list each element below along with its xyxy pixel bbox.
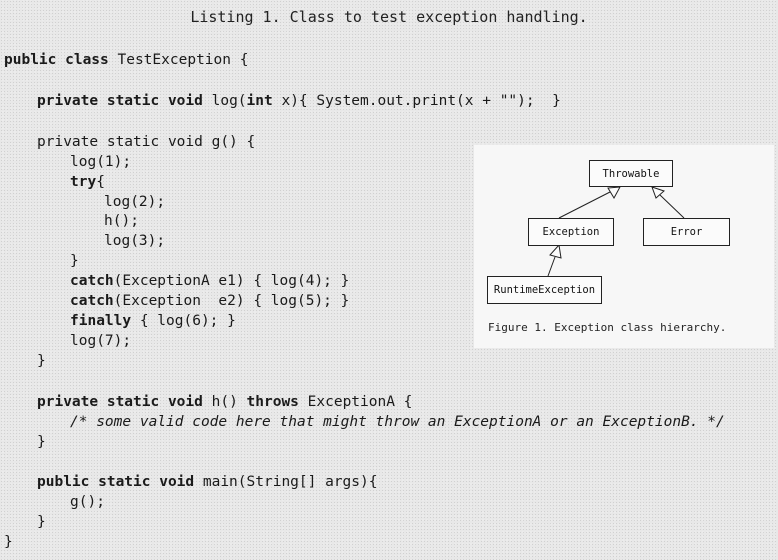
code-text: TestException { [108,52,249,68]
code-line-catch-e: catch(Exception e2) { log(5); } [70,292,349,310]
keyword: catch [70,273,114,289]
code-line-try: try{ [70,173,105,191]
inheritance-arrowhead [607,186,621,200]
code-comment: /* some valid code here that might throw… [70,414,725,430]
keyword: catch [70,293,114,309]
keyword: int [246,93,273,109]
code-line-g-method: private static void g() { [37,134,256,150]
code-text: ExceptionA { [298,394,413,410]
class-box-throwable: Throwable [589,160,673,187]
class-box-error: Error [643,218,730,246]
code-text: log( [202,93,247,109]
code-line: } [37,434,46,450]
code-line: } [70,253,79,269]
keyword: finally [70,313,132,329]
inheritance-arrowhead [651,186,665,199]
keyword: public class [4,52,109,68]
code-line: log(7); [70,333,132,349]
code-line: } [37,514,46,530]
code-line: log(2); [104,194,166,210]
code-text: x){ System.out.print(x + ""); } [272,93,561,109]
code-line: h(); [104,213,139,229]
keyword: private static void [37,394,203,410]
keyword: public static void [37,474,195,490]
figure-caption: Figure 1. Exception class hierarchy. [488,321,727,334]
code-text: (Exception e2) { log(5); } [113,293,350,309]
inheritance-line [547,256,556,277]
class-name: RuntimeException [493,284,596,296]
keyword: throws [246,394,299,410]
code-line-finally: finally { log(6); } [70,312,236,330]
inheritance-line [558,191,611,219]
class-name: Error [670,226,703,238]
code-line: g(); [70,494,105,510]
code-text: main(String[] args){ [194,474,378,490]
code-line: } [4,534,13,550]
code-text: { [96,174,105,190]
inheritance-arrows [547,186,685,277]
code-text: h() [202,394,247,410]
code-line-catch-a: catch(ExceptionA e1) { log(4); } [70,272,349,290]
class-box-runtime-exception: RuntimeException [487,276,602,304]
class-name: Exception [542,226,600,238]
keyword: try [70,174,97,190]
inheritance-arrowhead [549,243,562,259]
code-text: (ExceptionA e1) { log(4); } [113,273,350,289]
code-line: } [37,353,46,369]
code-line: log(3); [104,233,166,249]
code-text: { log(6); } [131,313,236,329]
code-line-h-method: private static void h() throws Exception… [37,393,412,411]
code-line-main-method: public static void main(String[] args){ [37,473,377,491]
class-hierarchy-figure: Throwable Exception Error RuntimeExcepti… [474,145,774,348]
code-line-log-method: private static void log(int x){ System.o… [37,92,561,110]
code-line: log(1); [70,154,132,170]
class-name: Throwable [602,167,660,180]
inheritance-line [659,194,685,219]
class-box-exception: Exception [528,218,614,246]
code-line-class-decl: public class TestException { [4,51,248,69]
listing-caption: Listing 1. Class to test exception handl… [190,8,588,26]
keyword: private static void [37,93,203,109]
